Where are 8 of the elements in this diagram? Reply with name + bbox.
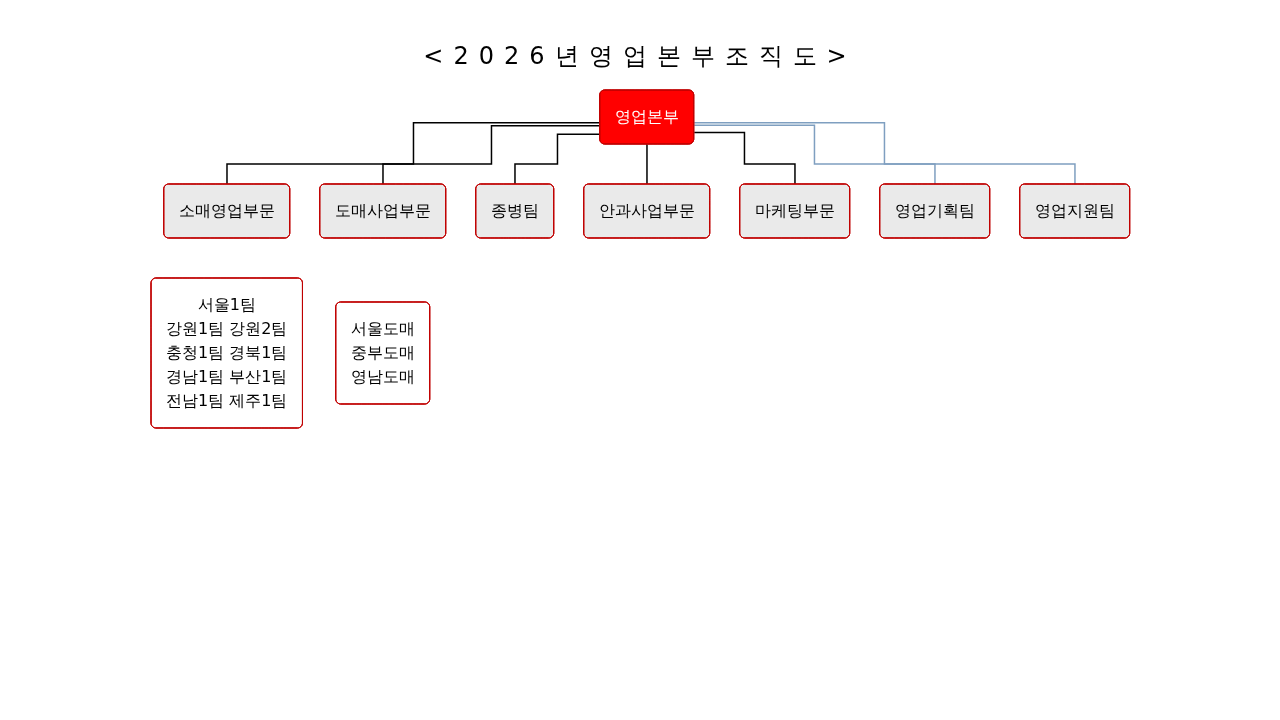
connector [693, 131, 796, 186]
connector [225, 122, 601, 186]
connector [381, 125, 601, 186]
diagram-title: <2026년영업본부조직도> [422, 41, 858, 72]
connector [513, 133, 601, 186]
connector [693, 124, 936, 186]
connector [693, 121, 1076, 186]
connector [645, 143, 648, 186]
